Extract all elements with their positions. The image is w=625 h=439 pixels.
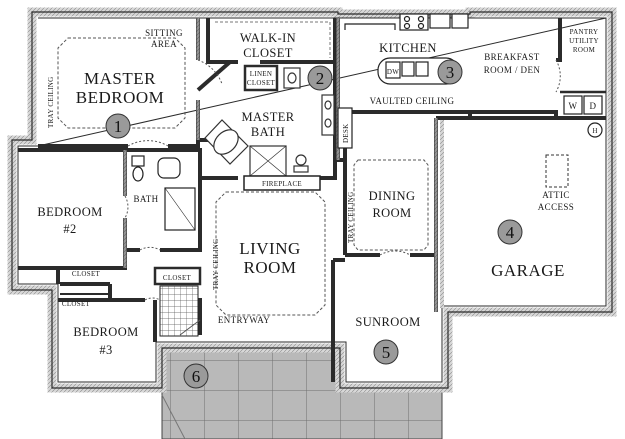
washer-box bbox=[563, 95, 583, 115]
room-number-6: 6 bbox=[192, 367, 201, 386]
room-number-1-circle bbox=[105, 113, 131, 139]
bedroom3-label-2: #3 bbox=[99, 343, 112, 357]
master-bath-label-2: BATH bbox=[251, 125, 285, 139]
laundry-fixtures bbox=[563, 95, 603, 138]
room-number-4: 4 bbox=[506, 223, 515, 242]
dryer-label: D bbox=[590, 101, 597, 111]
room-number-3: 3 bbox=[446, 63, 455, 82]
sink-bath-icon bbox=[157, 157, 181, 179]
room-number-1: 1 bbox=[114, 117, 123, 136]
room-number-6-circle bbox=[183, 363, 209, 389]
sunroom-label: SUNROOM bbox=[355, 315, 420, 329]
master-bath-fixtures bbox=[204, 67, 335, 177]
closet-b3-label: CLOSET bbox=[62, 300, 91, 308]
breakfast-label-1: BREAKFAST bbox=[484, 52, 540, 62]
bedroom2-label-2: #2 bbox=[63, 222, 76, 236]
door-swings bbox=[124, 59, 561, 336]
living-tray-ceiling-outline bbox=[215, 191, 326, 316]
sitting-area-label-2: AREA bbox=[151, 39, 177, 49]
toilet-icon bbox=[295, 154, 307, 166]
fireplace-label: FIREPLACE bbox=[262, 180, 302, 188]
walk-in-closet-label-1: WALK-IN bbox=[240, 31, 296, 45]
dryer-box bbox=[583, 95, 603, 115]
closet-b2-label: CLOSET bbox=[72, 270, 101, 278]
bedroom2-label-1: BEDROOM bbox=[37, 205, 102, 219]
tray-ceiling-master-label: TRAY CEILING bbox=[47, 77, 55, 129]
exterior-walls bbox=[7, 7, 617, 393]
pantry-label-3: ROOM bbox=[573, 46, 596, 54]
master-bedroom-label-1: MASTER bbox=[84, 69, 156, 88]
breakfast-label-2: ROOM / DEN bbox=[484, 65, 541, 75]
walk-in-closet-label-2: CLOSET bbox=[243, 46, 293, 60]
tray-ceiling-living-label: TRAY CEILING bbox=[212, 239, 220, 291]
entryway-label: ENTRYWAY bbox=[218, 315, 270, 325]
garage-wall-block bbox=[440, 120, 444, 308]
dining-room-label-2: ROOM bbox=[372, 206, 411, 220]
bath-label: BATH bbox=[133, 194, 158, 204]
vaulted-ceiling-label: VAULTED CEILING bbox=[370, 96, 455, 106]
room-number-3-circle bbox=[437, 59, 463, 85]
room-number-2: 2 bbox=[316, 69, 325, 88]
linen-closet-label-1: LINEN bbox=[250, 70, 273, 78]
master-bath-label-1: MASTER bbox=[241, 110, 294, 124]
desk-label: DESK bbox=[342, 124, 350, 143]
heater-label: H bbox=[592, 127, 597, 135]
closet-shelf-outline bbox=[215, 21, 331, 58]
room-number-4-circle bbox=[497, 219, 523, 245]
attic-access-box bbox=[545, 154, 569, 188]
living-room-label-1: LIVING bbox=[239, 239, 301, 258]
fireplace-box bbox=[243, 175, 321, 191]
dining-room-label-1: DINING bbox=[369, 189, 416, 203]
toilet-bath-icon bbox=[131, 155, 145, 167]
kitchen-label: KITCHEN bbox=[379, 41, 437, 55]
pantry-label-2: UTILITY bbox=[569, 37, 599, 45]
kitchen-fixtures bbox=[344, 13, 469, 85]
dishwasher bbox=[385, 61, 401, 79]
entry-grid bbox=[159, 285, 199, 337]
cooktop-icon bbox=[399, 13, 429, 31]
desk-box bbox=[337, 107, 353, 149]
room-number-5-circle bbox=[373, 339, 399, 365]
living-room-label-2: ROOM bbox=[243, 258, 296, 277]
heater-circle bbox=[587, 122, 603, 138]
garage-label: GARAGE bbox=[491, 261, 565, 280]
bath-fixtures bbox=[131, 155, 196, 231]
attic-access-label-2: ACCESS bbox=[538, 202, 574, 212]
master-tray-ceiling-outline bbox=[57, 37, 186, 129]
bedroom3-label-1: BEDROOM bbox=[73, 325, 138, 339]
room-number-2-circle bbox=[307, 65, 333, 91]
linen-closet-label-2: CLOSET bbox=[247, 79, 276, 87]
washer-label: W bbox=[569, 101, 578, 111]
dishwasher-label: DW bbox=[387, 68, 399, 76]
master-bedroom-label-2: BEDROOM bbox=[76, 88, 165, 107]
tray-ceiling-dining-label: TRAY CEILING bbox=[347, 192, 355, 244]
pantry-label-1: PANTRY bbox=[570, 28, 599, 36]
room-number-5: 5 bbox=[382, 343, 391, 362]
sitting-area-label-1: SITTING bbox=[145, 28, 183, 38]
wall-hatching bbox=[123, 18, 438, 312]
closet-hall-label: CLOSET bbox=[163, 274, 192, 282]
attic-access-label-1: ATTIC bbox=[542, 190, 570, 200]
